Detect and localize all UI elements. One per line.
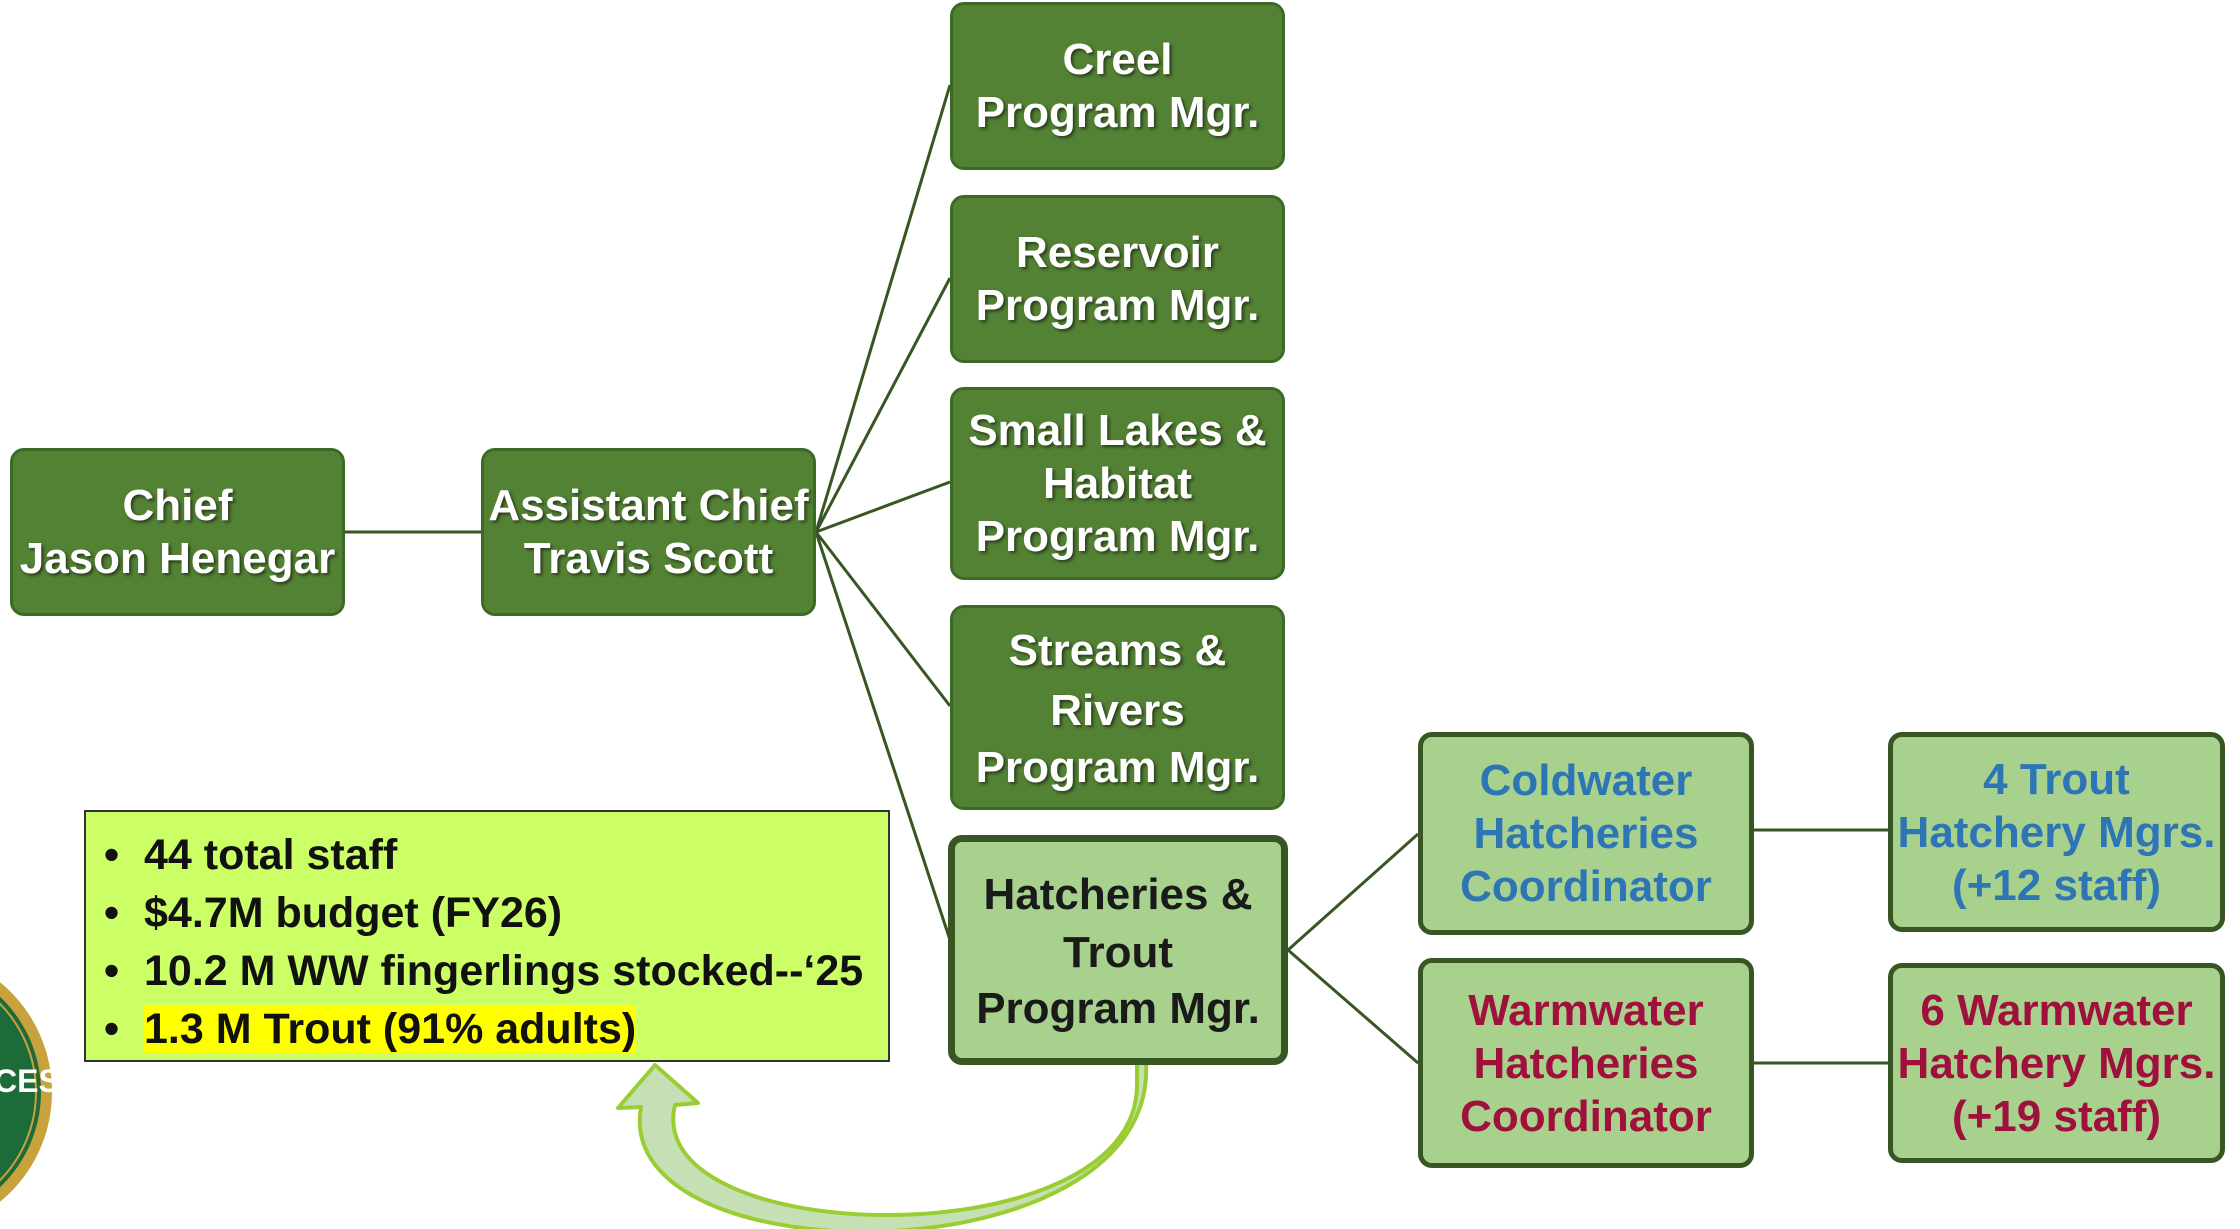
stat-trout-text: 1.3 M Trout (91% adults) (144, 1005, 637, 1053)
creel-program-box: Creel Program Mgr. (950, 2, 1285, 170)
curved-arrow (616, 1061, 1149, 1229)
stat-fingerlings: 10.2 M WW fingerlings stocked--‘25 (104, 942, 888, 1000)
agency-seal-logo: CES (0, 982, 60, 1202)
seal-text-fragment: CES (0, 1063, 60, 1099)
coldwater-line-3: Coordinator (1460, 862, 1712, 911)
stat-budget-text: $4.7M budget (FY26) (144, 889, 563, 937)
connector-assistant-reservoir (814, 277, 952, 533)
creel-line-1: Creel (1062, 35, 1173, 84)
assistant-chief-name: Travis Scott (523, 534, 774, 583)
stat-fingerlings-text: 10.2 M WW fingerlings stocked--‘25 (144, 947, 864, 995)
small-lakes-line-1: Small Lakes & (968, 406, 1267, 455)
reservoir-line-2: Program Mgr. (975, 281, 1260, 330)
program-stats-list: 44 total staff $4.7M budget (FY26) 10.2 … (104, 826, 888, 1058)
connector-assistant-streams (814, 531, 952, 707)
assistant-chief-box: Assistant Chief Travis Scott (481, 448, 816, 616)
trout-mgrs-line-3: (+12 staff) (1951, 860, 2162, 910)
creel-line-2: Program Mgr. (975, 88, 1260, 137)
trout-mgrs-line-2: Hatchery Mgrs. (1897, 807, 2216, 857)
warmwater-mgrs-line-3: (+19 staff) (1951, 1091, 2162, 1141)
assistant-chief-title: Assistant Chief (488, 481, 809, 530)
connector-assistant-hatcheries (814, 531, 952, 941)
streams-line-2: Rivers (1050, 686, 1185, 735)
hatcheries-program-box: Hatcheries & Trout Program Mgr. (948, 835, 1288, 1065)
hatcheries-line-1: Hatcheries & (983, 869, 1253, 919)
warmwater-coordinator-box: Warmwater Hatcheries Coordinator (1418, 958, 1754, 1168)
coldwater-line-1: Coldwater (1479, 756, 1693, 805)
chief-name: Jason Henegar (19, 534, 336, 583)
connector-assistant-small-lakes (815, 480, 951, 534)
warmwater-line-1: Warmwater (1468, 985, 1704, 1035)
trout-hatchery-managers-box: 4 Trout Hatchery Mgrs. (+12 staff) (1888, 732, 2225, 932)
small-lakes-program-box: Small Lakes & Habitat Program Mgr. (950, 387, 1285, 580)
hatcheries-line-3: Program Mgr. (976, 983, 1260, 1033)
stat-trout: 1.3 M Trout (91% adults) (104, 1000, 888, 1058)
stat-total-staff: 44 total staff (104, 826, 888, 884)
warmwater-line-3: Coordinator (1460, 1091, 1712, 1141)
streams-line-1: Streams & (1008, 626, 1227, 675)
chief-box: Chief Jason Henegar (10, 448, 345, 616)
streams-program-box: Streams & Rivers Program Mgr. (950, 605, 1285, 810)
hatcheries-line-2: Trout (1063, 927, 1173, 977)
program-stats-box: 44 total staff $4.7M budget (FY26) 10.2 … (84, 810, 890, 1062)
warmwater-hatchery-managers-box: 6 Warmwater Hatchery Mgrs. (+19 staff) (1888, 963, 2225, 1163)
stat-total-staff-text: 44 total staff (144, 831, 398, 879)
coldwater-coordinator-box: Coldwater Hatcheries Coordinator (1418, 732, 1754, 935)
connector-hatcheries-coldwater (1287, 832, 1419, 952)
connector-hatcheries-warmwater (1287, 948, 1419, 1065)
chief-title: Chief (122, 481, 233, 530)
stat-budget: $4.7M budget (FY26) (104, 884, 888, 942)
connector-assistant-creel (814, 84, 952, 533)
small-lakes-line-2: Habitat (1042, 459, 1193, 508)
warmwater-mgrs-line-2: Hatchery Mgrs. (1897, 1038, 2216, 1088)
coldwater-line-2: Hatcheries (1473, 809, 1699, 858)
reservoir-program-box: Reservoir Program Mgr. (950, 195, 1285, 363)
reservoir-line-1: Reservoir (1015, 228, 1219, 277)
trout-mgrs-line-1: 4 Trout (1983, 754, 2130, 804)
streams-line-3: Program Mgr. (975, 743, 1260, 792)
warmwater-line-2: Hatcheries (1473, 1038, 1699, 1088)
small-lakes-line-3: Program Mgr. (975, 512, 1260, 561)
warmwater-mgrs-line-1: 6 Warmwater (1920, 985, 2193, 1035)
